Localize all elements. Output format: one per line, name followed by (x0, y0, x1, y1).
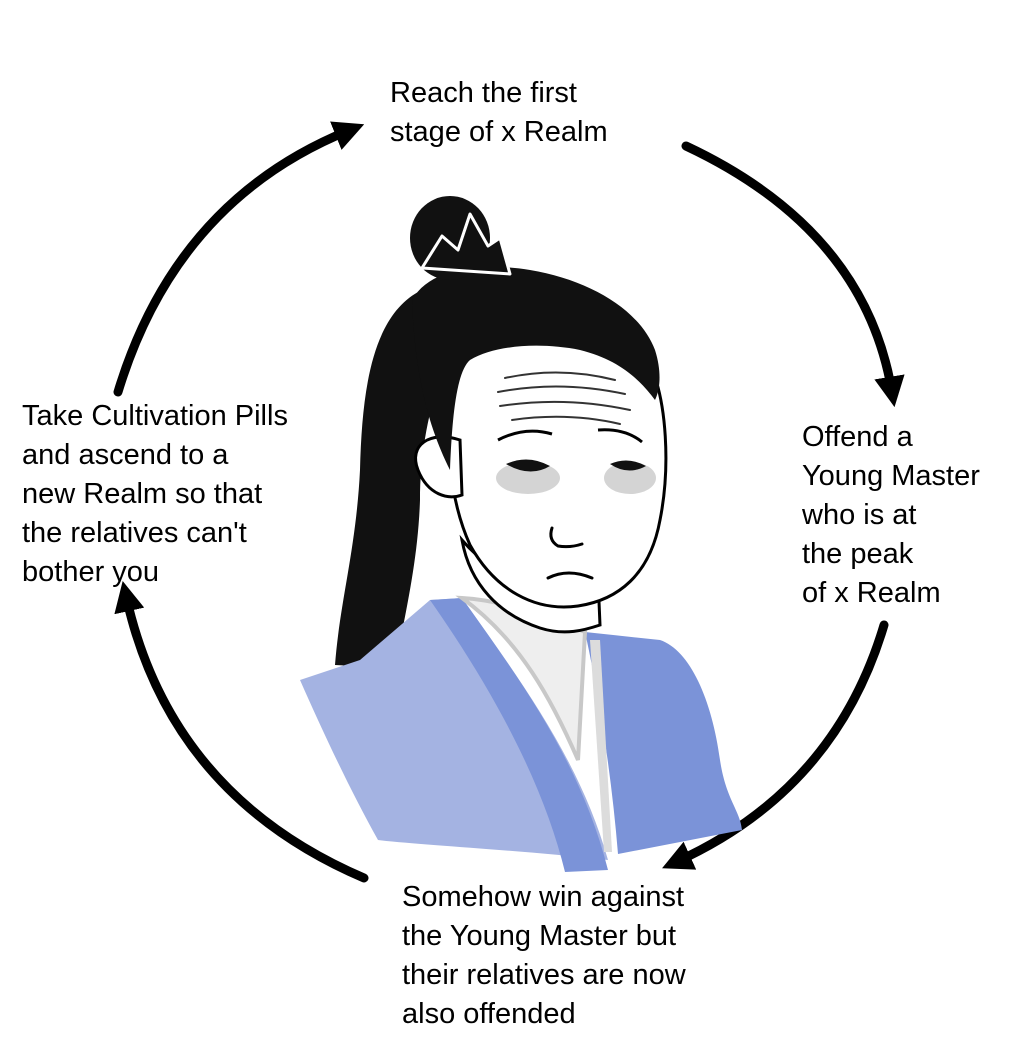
step-top-line: Reach the first (390, 77, 577, 109)
hair-crown-ornament (420, 212, 512, 276)
inner-robe-stripe (590, 640, 612, 852)
arrow-bottom-to-left (114, 581, 369, 883)
step-right-line: Young Master (802, 460, 980, 492)
step-bottom-line: the Young Master but (402, 920, 677, 952)
left-eyebrow (497, 429, 553, 442)
cycle-step-bottom: Somehow win against the Young Master but… (402, 878, 686, 1034)
step-bottom-line: also offended (402, 998, 576, 1030)
step-left-line: the relatives can't (22, 517, 247, 549)
step-left-line: bother you (22, 556, 160, 588)
step-right-line: of x Realm (802, 577, 941, 609)
right-eye (610, 460, 646, 471)
left-eye-shadow (496, 462, 560, 494)
cycle-step-left: Take Cultivation Pills and ascend to a n… (22, 397, 288, 592)
step-bottom-line: their relatives are now (402, 959, 686, 991)
step-left-line: and ascend to a (22, 439, 229, 471)
nose (549, 526, 584, 549)
forehead-wrinkles (497, 371, 631, 425)
robe-right-panel (585, 632, 742, 854)
arrow-top-to-right (681, 141, 905, 408)
arrow-right-to-bottom (662, 620, 889, 870)
ear (414, 435, 464, 499)
robe-left-inner (430, 598, 608, 872)
right-eyebrow (597, 428, 643, 444)
cultivator-character-illustration (300, 196, 742, 872)
arrow-left-to-top (113, 121, 365, 397)
step-bottom-line: Somehow win against (402, 881, 685, 913)
right-eye-shadow (604, 462, 656, 494)
hair-top (412, 266, 660, 470)
cycle-step-right: Offend a Young Master who is at the peak… (802, 418, 980, 613)
step-right-line: the peak (802, 538, 914, 570)
step-top-line: stage of x Realm (390, 116, 608, 148)
step-left-line: Take Cultivation Pills (22, 400, 288, 432)
robe-left-panel (300, 598, 608, 860)
step-right-line: who is at (802, 499, 917, 531)
step-right-line: Offend a (802, 421, 913, 453)
frowning-mouth (546, 571, 594, 580)
left-eye (506, 459, 550, 472)
cycle-step-top: Reach the first stage of x Realm (390, 74, 608, 152)
step-left-line: new Realm so that (22, 478, 263, 510)
